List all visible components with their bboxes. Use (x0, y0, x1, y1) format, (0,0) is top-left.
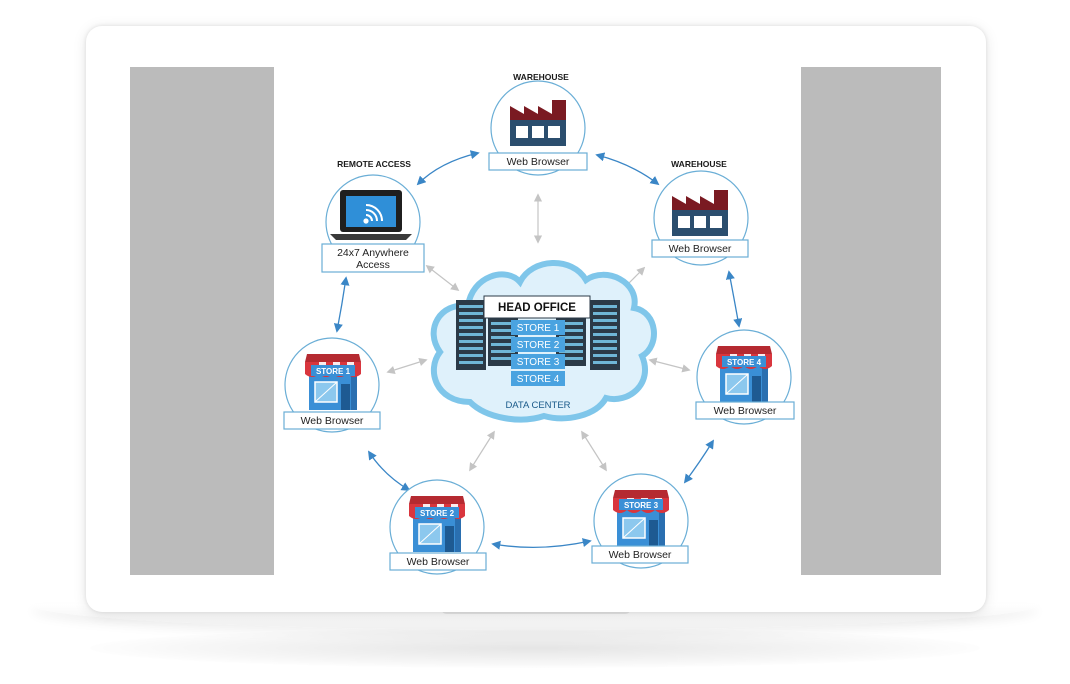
node-store-4: STORE 4 Web Browser (695, 329, 795, 425)
head-office-data-center: HEAD OFFICE STORE 1 STORE 2 STORE 3 STOR… (430, 260, 657, 423)
store-1-label: Web Browser (301, 415, 364, 427)
store-2-label: Web Browser (407, 556, 470, 568)
store-awning-icon (612, 489, 670, 547)
node-warehouse-right: WAREHOUSE Web Browser (651, 159, 749, 266)
node-store-1: STORE 1 Web Browser (283, 337, 381, 433)
connector-arrows-gray (386, 193, 691, 472)
store-1-badge: STORE 1 (316, 367, 351, 376)
laptop-wifi-icon (330, 190, 412, 240)
center-store-4: STORE 4 (517, 374, 560, 385)
warehouse-right-label: Web Browser (669, 243, 732, 255)
store-awning-icon (715, 345, 773, 403)
warehouse-top-label: Web Browser (507, 156, 570, 168)
node-remote-access: REMOTE ACCESS 24x7 Anywhere Access (321, 159, 425, 273)
remote-access-label-line2: Access (356, 259, 390, 271)
store-awning-icon (304, 353, 362, 411)
node-store-2: STORE 2 Web Browser (389, 479, 487, 575)
laptop-shadow (90, 628, 980, 668)
warehouse-top-heading: WAREHOUSE (513, 72, 569, 82)
connector-arrows-blue (333, 150, 743, 550)
store-list: STORE 1 STORE 2 STORE 3 STORE 4 (511, 320, 565, 386)
store-4-badge: STORE 4 (727, 358, 762, 367)
remote-access-heading: REMOTE ACCESS (337, 159, 411, 169)
store-3-label: Web Browser (609, 549, 672, 561)
warehouse-right-heading: WAREHOUSE (671, 159, 727, 169)
store-2-badge: STORE 2 (420, 509, 455, 518)
store-3-badge: STORE 3 (624, 501, 659, 510)
head-office-title: HEAD OFFICE (498, 302, 576, 314)
store-awning-icon (408, 495, 466, 553)
center-store-2: STORE 2 (517, 340, 560, 351)
node-store-3: STORE 3 Web Browser (591, 473, 689, 569)
remote-access-label-line1: 24x7 Anywhere (337, 247, 409, 259)
center-store-3: STORE 3 (517, 357, 560, 368)
node-warehouse-top: WAREHOUSE Web Browser (488, 72, 588, 176)
store-4-label: Web Browser (714, 405, 777, 417)
center-store-1: STORE 1 (517, 323, 560, 334)
data-center-label: DATA CENTER (505, 400, 570, 411)
